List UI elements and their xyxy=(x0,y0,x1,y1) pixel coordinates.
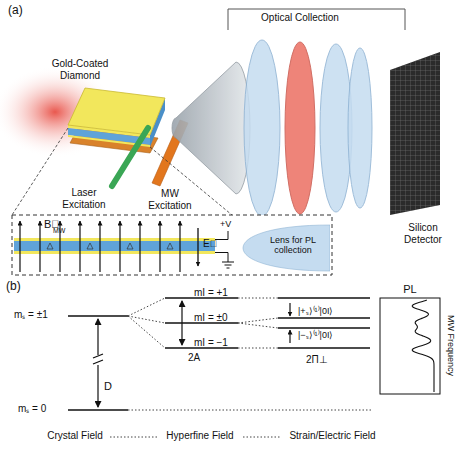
field-arrow xyxy=(99,221,100,272)
dotted-line xyxy=(110,437,157,438)
lens xyxy=(348,48,372,208)
energy-level xyxy=(278,327,370,329)
level-correlation xyxy=(110,298,372,437)
axis-break xyxy=(93,354,103,358)
energy-level xyxy=(278,317,370,319)
splitting-arrow xyxy=(181,301,182,345)
shift-arrow xyxy=(289,303,290,316)
field-arrow xyxy=(159,221,160,272)
lens xyxy=(244,40,280,216)
state-label: |+ₛ⟩⁽¹⁾|0I⟩ xyxy=(298,306,370,316)
zoom-line xyxy=(12,128,68,215)
dotted-line xyxy=(238,348,278,349)
column-label: Hyperfine Field xyxy=(155,430,245,442)
axis-break xyxy=(93,360,103,364)
spectrum-box: PLMW Frequency xyxy=(376,282,458,397)
voltage-label: +V xyxy=(220,219,240,229)
energy-level xyxy=(68,315,128,317)
field-symbol: E⃗ xyxy=(203,238,215,250)
state-label: mI = +1 xyxy=(194,287,244,299)
field-arrow xyxy=(19,221,20,272)
panel-letter: (a) xyxy=(8,4,38,18)
field-arrow xyxy=(119,221,120,272)
column-label: Strain/Electric Field xyxy=(270,430,395,442)
field-arrow xyxy=(39,221,40,272)
dotted-line xyxy=(128,316,165,348)
field-arrow xyxy=(179,221,180,272)
nv-center xyxy=(47,243,53,249)
nv-center xyxy=(127,243,133,249)
energy-level xyxy=(278,297,370,299)
inset-frame xyxy=(12,215,332,275)
part-label: Optical Collection xyxy=(250,12,350,24)
part-label: Laser Excitation xyxy=(55,187,113,210)
nv-center xyxy=(87,243,93,249)
energy-level xyxy=(278,347,370,349)
field-arrow xyxy=(139,221,140,272)
ground-symbol xyxy=(225,265,232,266)
splitting-label: 2Π⊥ xyxy=(306,354,336,366)
collection-cone xyxy=(172,62,250,194)
part-label: Gold-Coated Diamond xyxy=(40,58,120,81)
state-label: |−ₛ⟩⁽¹⁾|0I⟩ xyxy=(298,330,370,340)
field-subscript: MW xyxy=(53,227,73,235)
dotted-line xyxy=(238,318,278,323)
lens xyxy=(320,44,352,212)
dotted-line xyxy=(238,323,278,328)
node-text: MW Frequency xyxy=(442,298,456,394)
gold-layer xyxy=(14,238,215,241)
detector-grid xyxy=(390,52,440,215)
wire xyxy=(215,253,228,263)
ground-symbol xyxy=(222,262,234,263)
field-arrow xyxy=(79,221,80,272)
state-label: mI = ±0 xyxy=(194,312,244,324)
state-label: mₛ = ±1 xyxy=(14,309,68,321)
node-outline xyxy=(376,282,458,397)
optical-filter xyxy=(285,42,315,214)
splitting-label: 2A xyxy=(188,352,212,364)
node-text: Lens for PL collection xyxy=(258,235,328,256)
spectrum-frame xyxy=(380,298,440,394)
bracket xyxy=(228,9,405,30)
panel-letter: (b) xyxy=(6,280,36,294)
dotted-line xyxy=(238,298,278,299)
electric-field-arrow xyxy=(197,228,198,266)
part-label: MW Excitation xyxy=(140,188,200,211)
shift-arrow xyxy=(289,330,290,343)
wire xyxy=(215,231,228,240)
nv-centers xyxy=(47,243,173,249)
dotted-line xyxy=(243,437,280,438)
pl-spectrum xyxy=(412,300,434,392)
state-label: mₛ = 0 xyxy=(18,403,68,415)
laser-beam xyxy=(112,128,148,186)
part-label: Silicon Detector xyxy=(388,222,458,245)
dotted-line xyxy=(128,410,372,411)
node-text: PL xyxy=(380,283,440,296)
state-label: mI = −1 xyxy=(194,337,244,349)
energy-levels xyxy=(68,298,370,410)
lens-shape xyxy=(243,225,330,271)
dotted-line xyxy=(128,316,165,323)
column-label: Crystal Field xyxy=(30,430,120,442)
silicon-detector xyxy=(390,52,440,215)
lens-node: Lens for PL collection xyxy=(242,224,330,272)
nv-center xyxy=(167,243,173,249)
energy-level xyxy=(68,409,128,411)
splitting-label: D xyxy=(104,380,116,393)
splitting-arrow xyxy=(97,365,98,407)
ground-symbol xyxy=(227,268,230,269)
gold-layer xyxy=(14,251,215,254)
dotted-line xyxy=(128,298,165,316)
splitting-arrow xyxy=(97,319,98,355)
diamond-layer xyxy=(14,241,215,251)
